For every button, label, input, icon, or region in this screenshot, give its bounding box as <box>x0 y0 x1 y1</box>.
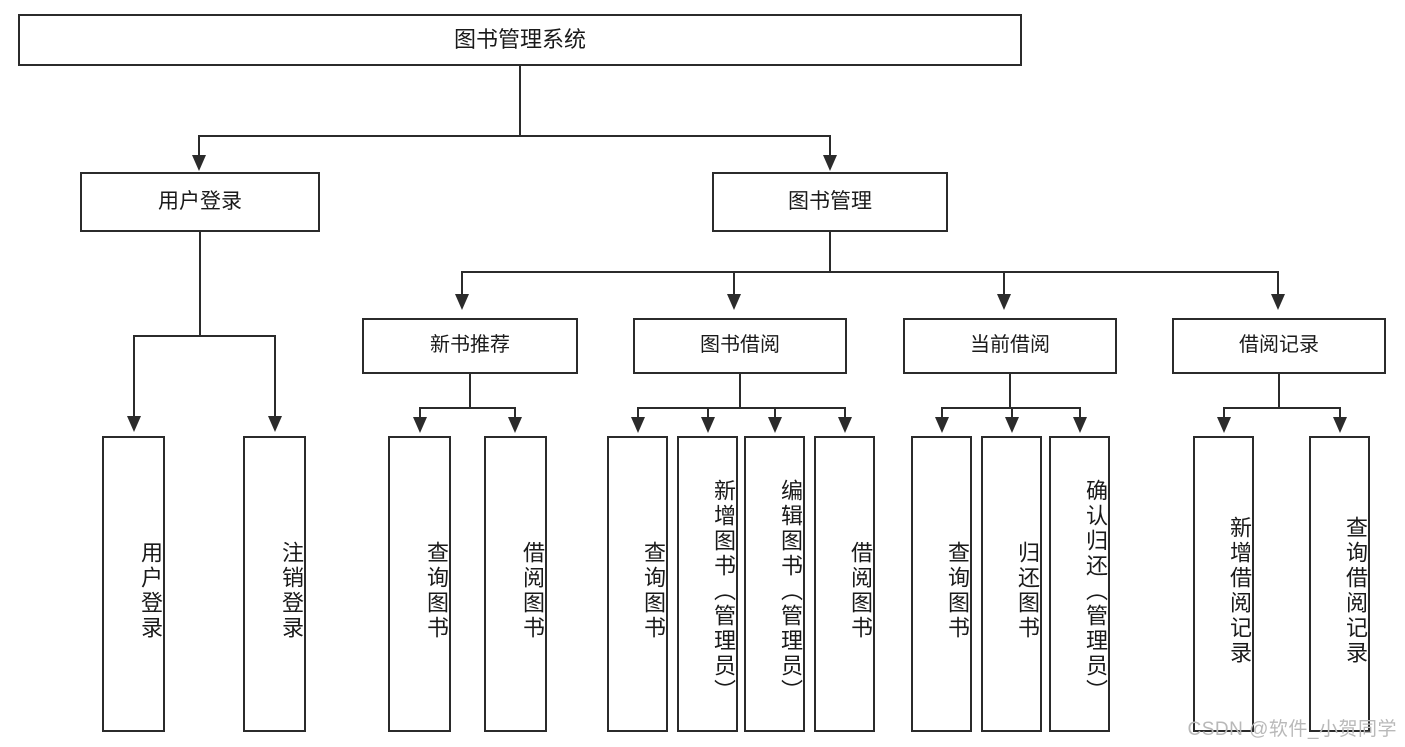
arrow-new-book-to-leaf-2 <box>508 417 522 433</box>
node-label: 新增图书（管理员） <box>711 478 736 704</box>
node-label: 查询图书 <box>945 541 970 641</box>
node-leaf-add-borrow-record[interactable]: 新增借阅记录 <box>1193 436 1254 732</box>
edge-borrow-record-to-leaf-1 <box>1223 407 1225 419</box>
edge-new-book-to-leaf-2 <box>514 407 516 419</box>
node-leaf-edit-book-admin[interactable]: 编辑图书（管理员） <box>744 436 805 732</box>
arrow-user-login-to-leaf-2 <box>268 416 282 432</box>
node-label: 图书管理系统 <box>453 27 586 53</box>
arrow-borrow-record-to-leaf-2 <box>1333 417 1347 433</box>
node-label: 确认归还（管理员） <box>1083 478 1108 704</box>
arrow-current-borrow-to-leaf-1 <box>935 417 949 433</box>
edge-book-borrow-bus <box>637 407 845 409</box>
node-label: 图书管理 <box>788 189 872 213</box>
edge-user-login-bus <box>133 335 275 337</box>
node-root-book-management-system[interactable]: 图书管理系统 <box>18 14 1022 66</box>
edge-book-borrow-stem <box>739 374 741 408</box>
arrow-book-manage-to-new-book <box>455 294 469 310</box>
arrow-current-borrow-to-leaf-3 <box>1073 417 1087 433</box>
arrow-book-borrow-to-leaf-1 <box>631 417 645 433</box>
arrow-borrow-record-to-leaf-1 <box>1217 417 1231 433</box>
edge-root-to-book-manage <box>829 135 831 157</box>
edge-borrow-record-stem <box>1278 374 1280 408</box>
node-book-management[interactable]: 图书管理 <box>712 172 948 232</box>
edge-root-to-user-login <box>198 135 200 157</box>
edge-root-bus <box>198 135 831 137</box>
node-label: 新增借阅记录 <box>1227 516 1252 666</box>
node-leaf-query-book-borrow[interactable]: 查询图书 <box>607 436 668 732</box>
node-leaf-query-borrow-record[interactable]: 查询借阅记录 <box>1309 436 1370 732</box>
edge-book-borrow-to-leaf-4 <box>844 407 846 419</box>
node-label: 借阅记录 <box>1239 334 1319 357</box>
node-label: 编辑图书（管理员） <box>778 478 803 704</box>
node-leaf-return-book[interactable]: 归还图书 <box>981 436 1042 732</box>
edge-borrow-record-to-leaf-2 <box>1339 407 1341 419</box>
node-leaf-logout[interactable]: 注销登录 <box>243 436 306 732</box>
node-leaf-confirm-return-admin[interactable]: 确认归还（管理员） <box>1049 436 1110 732</box>
node-borrow-record[interactable]: 借阅记录 <box>1172 318 1386 374</box>
arrow-new-book-to-leaf-1 <box>413 417 427 433</box>
arrow-book-manage-to-current-borrow <box>997 294 1011 310</box>
edge-current-borrow-stem <box>1009 374 1011 408</box>
node-book-borrow[interactable]: 图书借阅 <box>633 318 847 374</box>
edge-book-manage-stem <box>829 232 831 272</box>
node-label: 注销登录 <box>279 541 304 641</box>
node-leaf-user-login[interactable]: 用户登录 <box>102 436 165 732</box>
edge-book-borrow-to-leaf-1 <box>637 407 639 419</box>
node-user-login[interactable]: 用户登录 <box>80 172 320 232</box>
node-leaf-borrow-book-recommend[interactable]: 借阅图书 <box>484 436 547 732</box>
edge-book-manage-bus <box>461 271 1278 273</box>
node-label: 查询图书 <box>424 541 449 641</box>
edge-root-stem <box>519 66 521 136</box>
node-current-borrow[interactable]: 当前借阅 <box>903 318 1117 374</box>
node-leaf-add-book-admin[interactable]: 新增图书（管理员） <box>677 436 738 732</box>
node-leaf-borrow-book[interactable]: 借阅图书 <box>814 436 875 732</box>
edge-book-borrow-to-leaf-3 <box>774 407 776 419</box>
arrow-root-to-book-manage <box>823 155 837 171</box>
node-leaf-query-book-recommend[interactable]: 查询图书 <box>388 436 451 732</box>
edge-book-manage-to-book-borrow <box>733 271 735 295</box>
node-leaf-query-book-current[interactable]: 查询图书 <box>911 436 972 732</box>
arrow-user-login-to-leaf-1 <box>127 416 141 432</box>
node-label: 查询图书 <box>641 541 666 641</box>
node-label: 新书推荐 <box>430 334 510 357</box>
edge-current-borrow-to-leaf-3 <box>1079 407 1081 419</box>
edge-book-manage-to-borrow-record <box>1277 271 1279 295</box>
arrow-book-manage-to-book-borrow <box>727 294 741 310</box>
edge-user-login-to-leaf-2 <box>274 335 276 417</box>
arrow-book-borrow-to-leaf-3 <box>768 417 782 433</box>
edge-book-manage-to-new-book <box>461 271 463 295</box>
edge-new-book-to-leaf-1 <box>419 407 421 419</box>
edge-book-borrow-to-leaf-2 <box>707 407 709 419</box>
arrow-root-to-user-login <box>192 155 206 171</box>
node-label: 图书借阅 <box>700 334 780 357</box>
arrow-current-borrow-to-leaf-2 <box>1005 417 1019 433</box>
edge-current-borrow-to-leaf-1 <box>941 407 943 419</box>
edge-book-manage-to-current-borrow <box>1003 271 1005 295</box>
node-label: 借阅图书 <box>520 541 545 641</box>
arrow-book-manage-to-borrow-record <box>1271 294 1285 310</box>
node-new-book-recommend[interactable]: 新书推荐 <box>362 318 578 374</box>
edge-new-book-stem <box>469 374 471 408</box>
edge-user-login-stem <box>199 232 201 336</box>
edge-borrow-record-bus <box>1223 407 1340 409</box>
watermark-text: CSDN @软件_小贺同学 <box>1187 719 1397 740</box>
node-label: 用户登录 <box>158 189 242 213</box>
node-label: 借阅图书 <box>848 541 873 641</box>
arrow-book-borrow-to-leaf-4 <box>838 417 852 433</box>
node-label: 查询借阅记录 <box>1343 516 1368 666</box>
edge-user-login-to-leaf-1 <box>133 335 135 417</box>
edge-current-borrow-bus <box>941 407 1080 409</box>
edge-current-borrow-to-leaf-2 <box>1011 407 1013 419</box>
edge-new-book-bus <box>419 407 516 409</box>
node-label: 用户登录 <box>138 541 163 641</box>
node-label: 归还图书 <box>1015 541 1040 641</box>
node-label: 当前借阅 <box>970 334 1050 357</box>
arrow-book-borrow-to-leaf-2 <box>701 417 715 433</box>
